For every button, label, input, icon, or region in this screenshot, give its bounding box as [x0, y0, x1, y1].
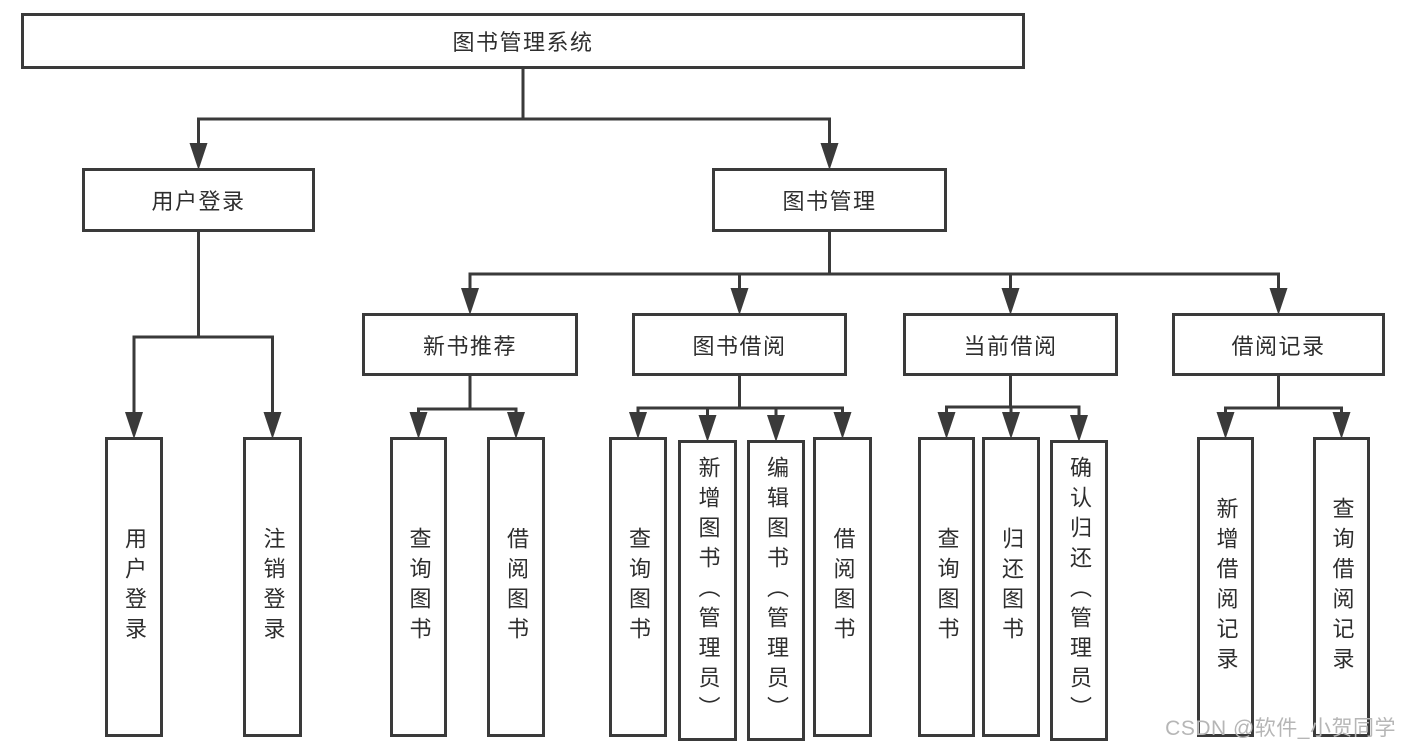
node-label: 图书管理	[782, 189, 877, 214]
node-cb-confirm: 确认归还（管理员）	[1050, 440, 1108, 741]
arrowhead-down-icon	[767, 415, 785, 442]
watermark: CSDN @软件_小贺同学	[1165, 717, 1396, 740]
arrowhead-down-icon	[409, 412, 428, 439]
node-label: 借阅图书	[504, 527, 529, 647]
arrowhead-down-icon	[820, 143, 839, 170]
node-label: 借阅图书	[830, 527, 856, 647]
node-login: 用户登录	[105, 437, 163, 737]
node-nbr-query: 查询图书	[390, 437, 447, 737]
arrowhead-down-icon	[1332, 412, 1351, 439]
arrowhead-down-icon	[698, 415, 717, 442]
connector-user-login	[125, 230, 282, 439]
node-book-mgmt: 图书管理	[712, 168, 947, 232]
connector-root	[189, 67, 839, 170]
arrowhead-down-icon	[730, 288, 749, 315]
node-book-borrow: 图书借阅	[632, 313, 847, 376]
node-label: 查询图书	[626, 527, 651, 647]
node-logout: 注销登录	[243, 437, 302, 737]
node-label: 图书管理系统	[452, 30, 594, 55]
node-label: 注销登录	[260, 527, 286, 647]
node-label: 确认归还（管理员）	[1067, 455, 1092, 726]
arrowhead-down-icon	[1070, 415, 1088, 442]
node-root: 图书管理系统	[21, 13, 1025, 69]
node-cb-query: 查询图书	[918, 437, 975, 737]
arrowhead-down-icon	[937, 412, 956, 439]
node-label: 用户登录	[151, 189, 246, 214]
node-label: 当前借阅	[963, 333, 1058, 359]
connector-new-book-rec	[409, 374, 525, 439]
arrowhead-down-icon	[263, 412, 282, 439]
node-bb-add: 新增图书（管理员）	[678, 440, 737, 741]
node-br-add: 新增借阅记录	[1197, 437, 1254, 737]
arrowhead-down-icon	[189, 143, 208, 170]
arrowhead-down-icon	[507, 412, 525, 439]
node-current-borrow: 当前借阅	[903, 313, 1118, 376]
node-label: 新增借阅记录	[1213, 497, 1239, 677]
node-new-book-rec: 新书推荐	[362, 313, 578, 376]
node-nbr-borrow: 借阅图书	[487, 437, 545, 737]
node-cb-return: 归还图书	[982, 437, 1040, 737]
arrowhead-down-icon	[833, 412, 852, 439]
node-label: 借阅记录	[1231, 333, 1326, 359]
node-bb-borrow: 借阅图书	[813, 437, 872, 737]
arrowhead-down-icon	[1216, 412, 1235, 439]
connector-book-borrow	[629, 374, 852, 442]
node-bb-edit: 编辑图书（管理员）	[747, 440, 805, 741]
node-br-query: 查询借阅记录	[1313, 437, 1370, 737]
connector-borrow-records	[1216, 374, 1351, 439]
node-user-login: 用户登录	[82, 168, 315, 232]
connector-book-mgmt	[461, 230, 1288, 315]
node-label: 图书借阅	[692, 333, 787, 359]
arrowhead-down-icon	[1269, 288, 1288, 315]
connector-current-borrow	[937, 374, 1088, 442]
arrowhead-down-icon	[461, 288, 479, 315]
node-label: 查询图书	[934, 527, 960, 647]
node-borrow-records: 借阅记录	[1172, 313, 1385, 376]
arrowhead-down-icon	[629, 412, 647, 439]
node-bb-query: 查询图书	[609, 437, 667, 737]
node-label: 新增图书（管理员）	[695, 455, 721, 726]
node-label: 用户登录	[122, 527, 147, 647]
arrowhead-down-icon	[1001, 288, 1020, 315]
node-label: 归还图书	[999, 527, 1024, 647]
arrowhead-down-icon	[125, 412, 143, 439]
node-label: 查询借阅记录	[1329, 497, 1355, 677]
node-label: 编辑图书（管理员）	[764, 455, 789, 726]
node-label: 新书推荐	[422, 333, 517, 359]
node-label: 查询图书	[406, 527, 432, 647]
arrowhead-down-icon	[1002, 412, 1020, 439]
